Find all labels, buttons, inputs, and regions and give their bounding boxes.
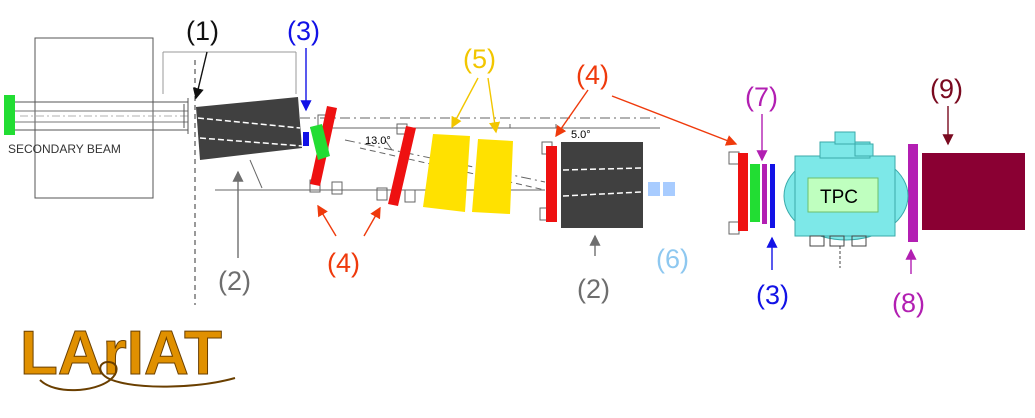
- label-5: (5): [463, 44, 496, 74]
- callout-arrows: [192, 48, 954, 274]
- lariat-logo: LArIAT: [20, 319, 236, 392]
- aerogel-counter-2: [472, 139, 513, 214]
- arrow-1: [192, 51, 208, 100]
- wire-chamber-wc2: [376, 123, 416, 206]
- beam-counter-upstream: [303, 132, 309, 146]
- label-4a: (4): [576, 60, 609, 90]
- halo-paddle: [762, 164, 767, 224]
- halo-counter-a: [648, 182, 660, 196]
- arrow-4b: [611, 95, 738, 146]
- aerogel-counter-1: [423, 134, 470, 212]
- bending-magnet-upstream: [196, 97, 303, 160]
- tpc-volume: [807, 177, 879, 213]
- punch-through-counter: [908, 144, 918, 242]
- bending-magnet-downstream: [561, 142, 643, 228]
- angle-5-label: 5.0°: [571, 129, 591, 141]
- label-2a: (2): [218, 266, 251, 296]
- label-4b: (4): [327, 248, 360, 278]
- angle-13-label: 13.0°: [365, 135, 391, 147]
- tof-upstream: [4, 95, 15, 135]
- label-9: (9): [930, 74, 963, 104]
- label-1: (1): [186, 16, 219, 46]
- label-7: (7): [745, 82, 778, 112]
- muon-range-stack: [922, 153, 1025, 230]
- logo-lasso: [39, 360, 236, 392]
- arrow-4d: [363, 206, 381, 237]
- secondary-beam-pipe: [9, 98, 189, 134]
- logo-text: LArIAT: [20, 319, 222, 388]
- tof-counter-2: [750, 164, 760, 222]
- callout-labels: (1) (3) (5) (4) (7) (9) (2) (4) (2) (6) …: [186, 16, 963, 318]
- tpc-label: TPC: [820, 187, 858, 208]
- arrow-5b: [487, 77, 501, 134]
- wire-chamber-wc4: [728, 151, 748, 235]
- tof-counter-1: [310, 124, 330, 160]
- halo-counter-b: [663, 182, 675, 196]
- label-8: (8): [892, 288, 925, 318]
- label-3a: (3): [287, 16, 320, 46]
- label-6: (6): [656, 244, 689, 274]
- label-3b: (3): [756, 280, 789, 310]
- beam-counter-downstream: [770, 164, 775, 228]
- label-2b: (2): [577, 274, 610, 304]
- secondary-beam-label: SECONDARY BEAM: [8, 142, 121, 156]
- arrow-4c: [317, 204, 337, 237]
- arrow-4a: [555, 89, 589, 138]
- target-hall: [34, 37, 297, 199]
- wire-chamber-wc3: [539, 141, 557, 222]
- arrow-5a: [451, 77, 479, 129]
